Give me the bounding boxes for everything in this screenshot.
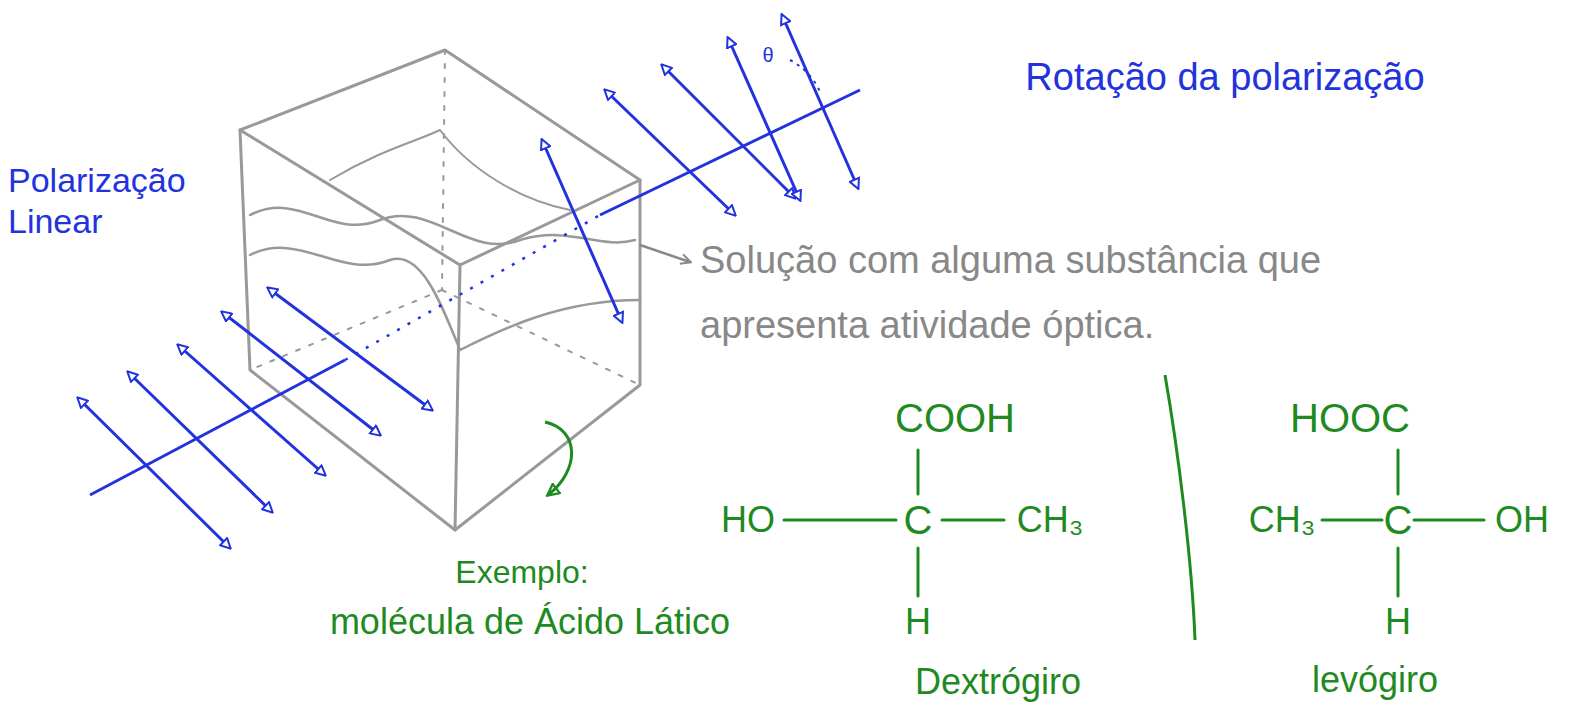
example-label: molécula de Ácido Lático bbox=[330, 600, 730, 643]
angle-symbol: θ bbox=[762, 43, 773, 67]
wave-label: Rotação da polarização bbox=[1025, 55, 1424, 101]
divider-line bbox=[1165, 375, 1195, 640]
chem-atom: H bbox=[905, 600, 931, 643]
container-cube bbox=[240, 50, 640, 530]
chem-group: CH₃ bbox=[1017, 498, 1084, 541]
incoming-wave bbox=[78, 215, 600, 548]
chem-group: HO bbox=[721, 498, 775, 541]
chem-group: CH₃ bbox=[1249, 498, 1316, 541]
isomer-name: levógiro bbox=[1312, 658, 1438, 701]
wave-label: Polarização Linear bbox=[8, 160, 213, 242]
chem-atom: H bbox=[1385, 600, 1411, 643]
chem-atom: C bbox=[904, 496, 933, 544]
rotation-arrow bbox=[545, 422, 572, 495]
example-label: Exemplo: bbox=[455, 553, 588, 591]
chemical-bonds bbox=[784, 450, 1484, 596]
leader-arrow bbox=[640, 245, 690, 262]
leader-note: Solução com alguma substância que aprese… bbox=[700, 228, 1420, 357]
isomer-name: Dextrógiro bbox=[915, 660, 1081, 703]
chem-atom: C bbox=[1384, 496, 1413, 544]
chem-group: OH bbox=[1495, 498, 1549, 541]
chem-group: COOH bbox=[895, 394, 1015, 442]
chem-group: HOOC bbox=[1290, 394, 1410, 442]
